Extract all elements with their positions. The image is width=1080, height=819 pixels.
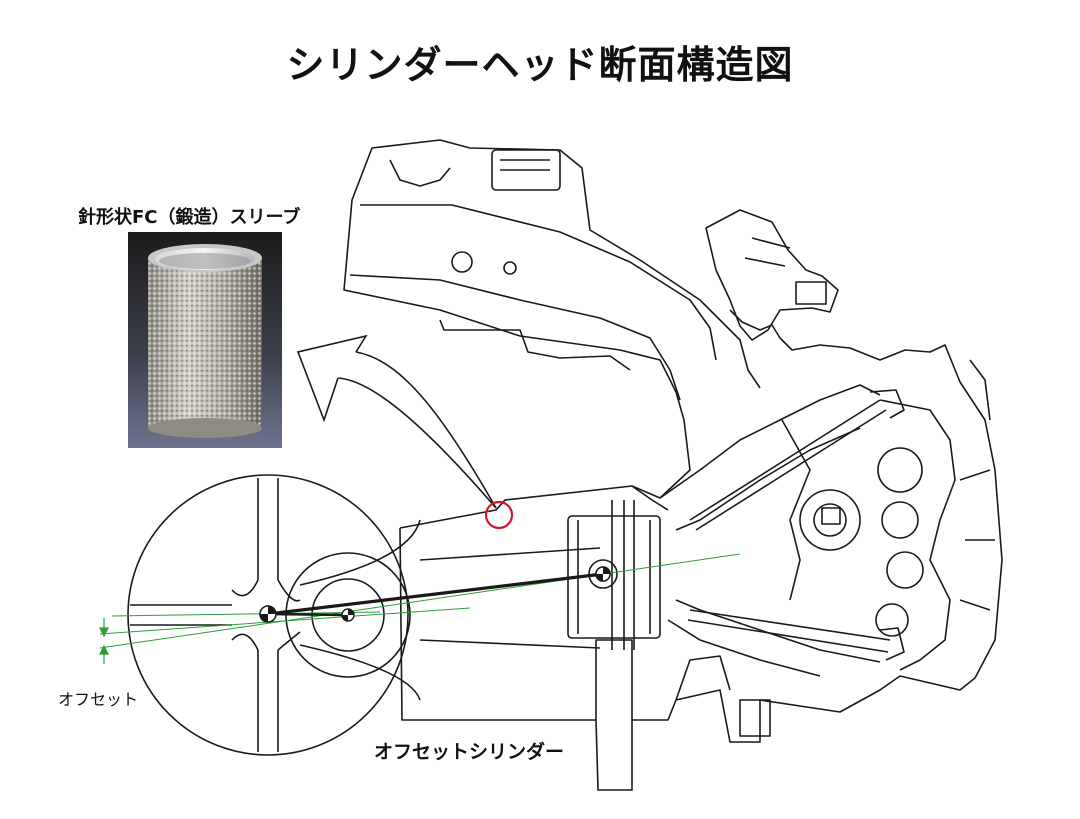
offset-dimension	[99, 618, 109, 664]
intake-port	[351, 139, 761, 389]
piston-pin-marker	[595, 566, 611, 582]
exhaust-valve	[687, 609, 891, 653]
sleeve-highlight-circle	[484, 500, 514, 530]
crank-center-marker	[259, 605, 277, 623]
offset-line-crank	[111, 611, 381, 617]
camshaft	[799, 489, 861, 551]
cylinder-block	[399, 309, 1003, 791]
sleeve-photo	[128, 232, 282, 448]
callout-arrow	[337, 377, 497, 509]
offset-line-cylinder	[99, 553, 741, 649]
sleeve-caption: 針形状FC（鍛造）スリーブ	[78, 207, 301, 228]
rod-center-marker	[341, 608, 355, 622]
crankcase-circle	[127, 474, 409, 756]
offset-label: オフセット	[58, 690, 139, 709]
injector	[705, 209, 839, 341]
intake-valve	[689, 399, 887, 531]
page-title: シリンダーヘッド断面構造図	[286, 43, 794, 87]
offset-cylinder-label: オフセットシリンダー	[374, 741, 565, 763]
connecting-rod	[267, 572, 604, 616]
